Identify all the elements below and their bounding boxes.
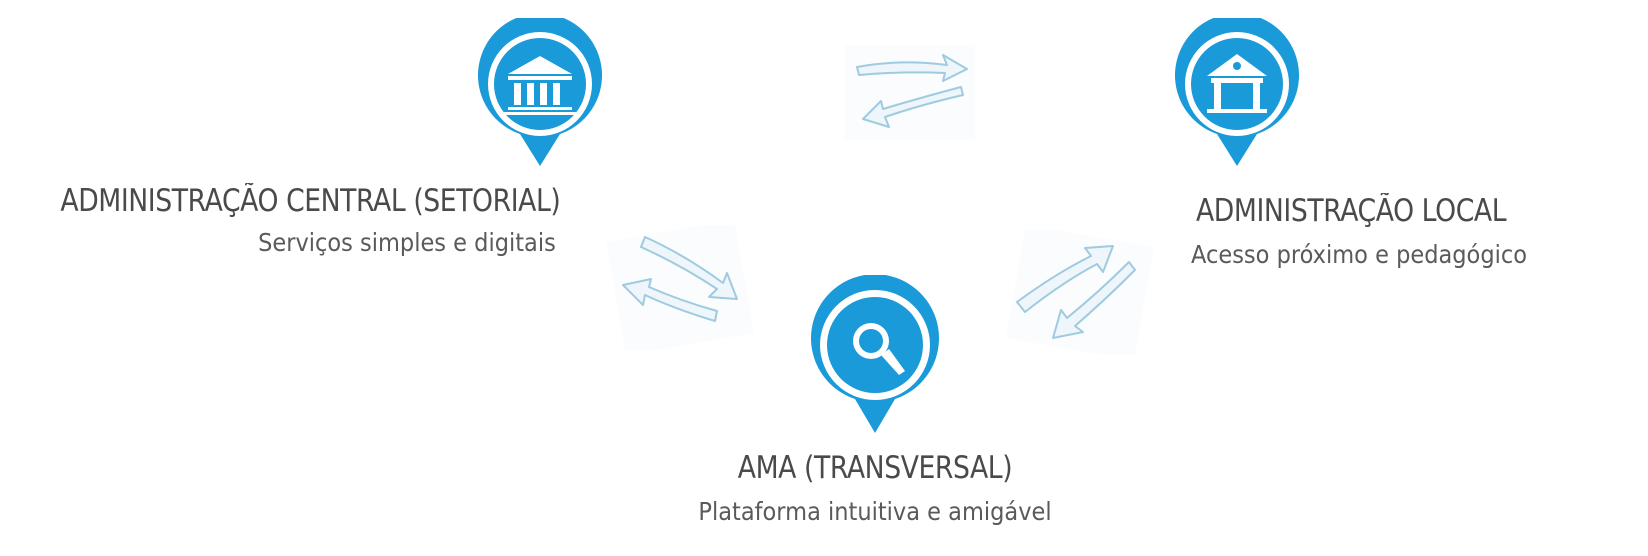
exchange-arrows-top bbox=[845, 45, 975, 144]
town-hall-icon bbox=[1175, 18, 1299, 166]
central-title: ADMINISTRAÇÃO CENTRAL (SETORIAL) bbox=[60, 183, 560, 219]
ama-subtitle: Plataforma intuitiva e amigável bbox=[698, 497, 1052, 526]
exchange-arrows-right bbox=[1005, 224, 1155, 361]
central-pin bbox=[470, 18, 610, 168]
ama-title: AMA (TRANSVERSAL) bbox=[737, 450, 1013, 486]
ama-pin bbox=[805, 275, 945, 435]
exchange-arrows-left bbox=[605, 219, 755, 356]
search-icon bbox=[811, 275, 939, 433]
local-title: ADMINISTRAÇÃO LOCAL bbox=[1196, 193, 1507, 229]
local-pin bbox=[1167, 18, 1307, 168]
local-subtitle: Acesso próximo e pedagógico bbox=[1191, 240, 1527, 269]
government-building-icon bbox=[478, 18, 602, 166]
central-subtitle: Serviços simples e digitais bbox=[258, 228, 556, 257]
